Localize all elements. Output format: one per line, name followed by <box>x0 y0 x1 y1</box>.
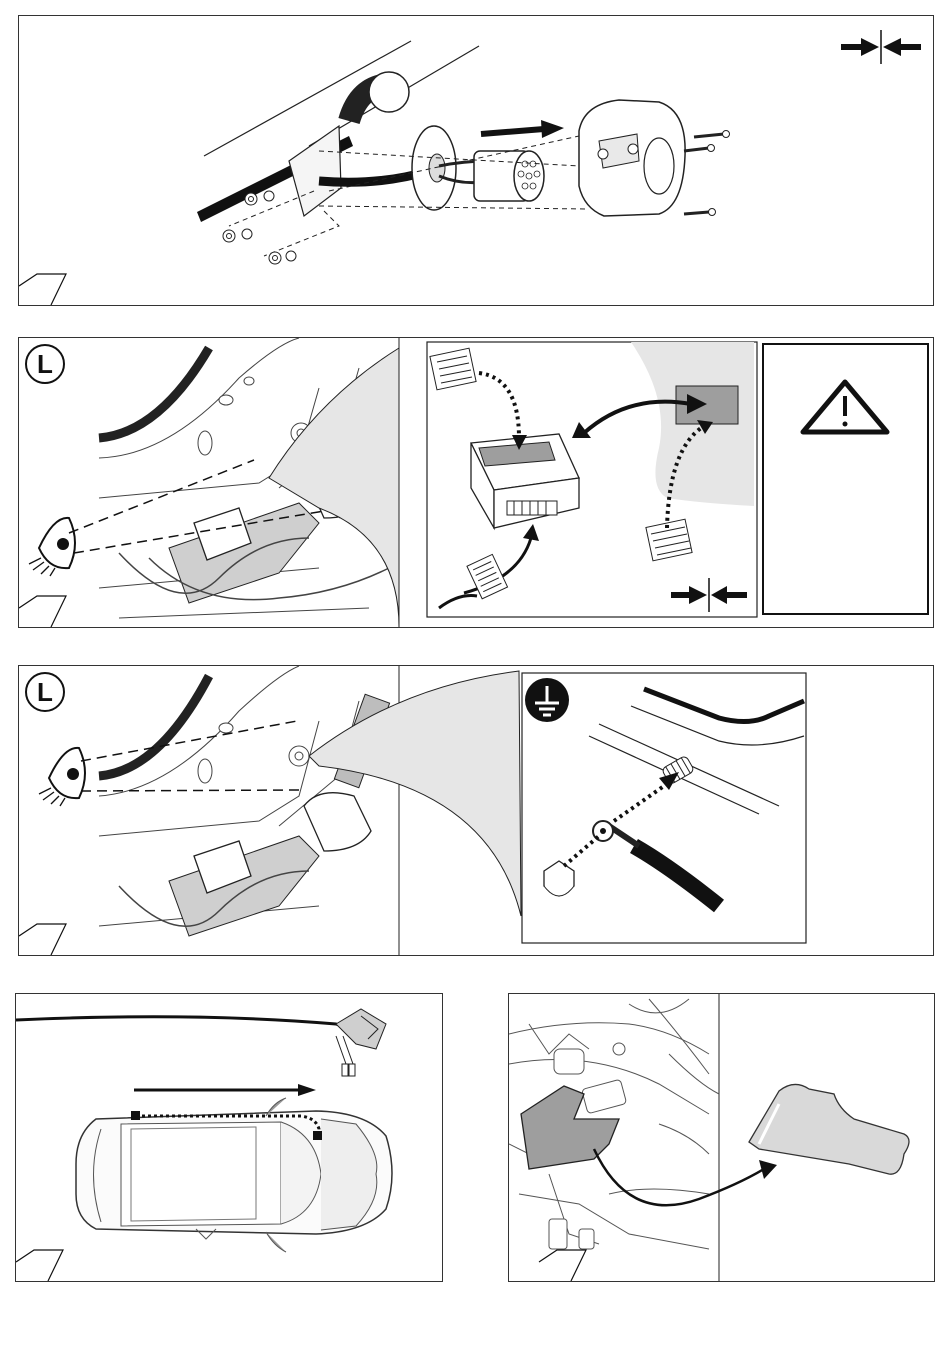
torque-tighten-icon <box>841 30 921 64</box>
corner-mark <box>19 596 66 627</box>
step-5-panel <box>508 993 935 1282</box>
ground-symbol-icon <box>525 678 569 722</box>
corner-mark <box>19 274 66 305</box>
step-4-panel <box>15 993 443 1282</box>
ground-point-illustration <box>19 666 933 955</box>
step-1-panel <box>18 15 934 306</box>
insert-arrow <box>481 129 544 134</box>
mounting-plate <box>289 126 341 216</box>
eye-icon <box>39 748 85 806</box>
eye-icon <box>29 518 75 576</box>
corner-mark <box>16 1250 63 1281</box>
tow-ball <box>369 72 409 112</box>
corner-mark <box>539 1250 586 1281</box>
car-top-view <box>76 1098 392 1252</box>
cable-routing-illustration <box>16 994 442 1281</box>
removed-trim-piece <box>749 1084 909 1174</box>
module-location-illustration <box>19 338 933 627</box>
arrow-curved-icon <box>594 1149 764 1205</box>
corner-mark <box>19 924 66 955</box>
ground-detail-frame <box>522 673 806 943</box>
socket-mounting-illustration <box>19 16 933 305</box>
footwell-trim-illustration <box>509 994 934 1281</box>
harness-cable <box>16 1017 366 1039</box>
step-2-panel: L <box>18 337 934 628</box>
screws <box>684 131 730 216</box>
step-3-panel: L <box>18 665 934 956</box>
